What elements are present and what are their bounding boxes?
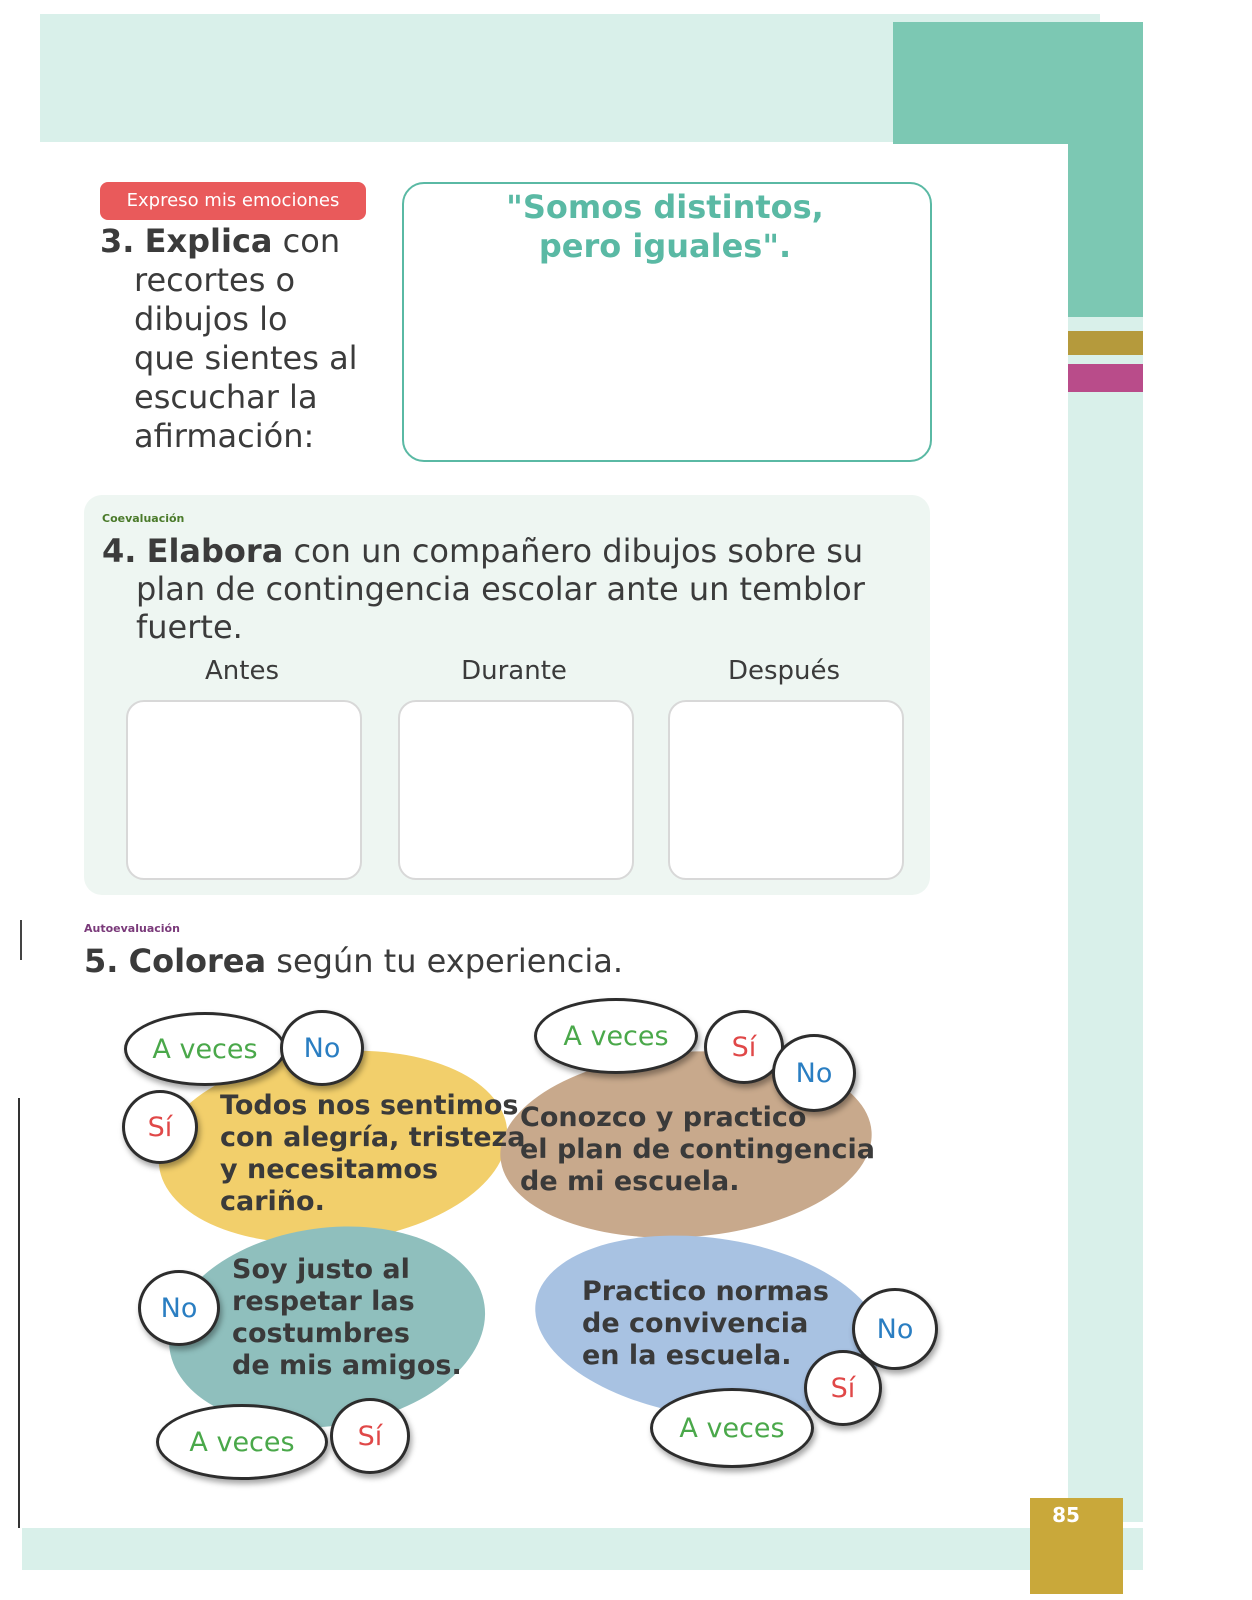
- statement-line: con alegría, tristeza: [220, 1122, 526, 1153]
- activity5-rest: según tu experiencia.: [276, 942, 624, 980]
- option-no-3[interactable]: No: [138, 1270, 220, 1346]
- drawing-box-antes[interactable]: [126, 700, 362, 880]
- drawing-box-despues[interactable]: [668, 700, 904, 880]
- activity3-line: dibujos lo: [134, 300, 288, 338]
- option-yes-4[interactable]: Sí: [804, 1350, 882, 1426]
- activity4-line: con un compañero dibujos sobre su: [293, 532, 864, 570]
- activity3-line: afirmación:: [134, 417, 315, 455]
- statement-text-2: Conozco y practico el plan de contingenc…: [520, 1102, 875, 1198]
- activity4-number: 4.: [102, 532, 137, 570]
- statement-text-1: Todos nos sentimos con alegría, tristeza…: [220, 1090, 525, 1218]
- column-heading-antes: Antes: [204, 656, 279, 686]
- activity4-line: fuerte.: [136, 608, 243, 646]
- option-sometimes-2[interactable]: A veces: [534, 998, 698, 1074]
- statement-line: el plan de contingencia: [520, 1134, 875, 1165]
- statement-line: de mi escuela.: [520, 1166, 740, 1197]
- activity3-instructions: 3. Explica con recortes o dibujos lo que…: [100, 222, 360, 456]
- statement-line: Soy justo al: [232, 1254, 410, 1285]
- quote-line: "Somos distintos,: [506, 188, 824, 226]
- option-no-1[interactable]: No: [280, 1010, 364, 1086]
- activity3-line: escuchar la: [134, 378, 318, 416]
- corner-decorative-block: [893, 22, 1143, 144]
- activity4-instructions: 4. Elabora con un compañero dibujos sobr…: [102, 532, 902, 646]
- activity3-line: que sientes al: [134, 339, 358, 377]
- statement-line: en la escuela.: [582, 1340, 792, 1371]
- option-yes-3[interactable]: Sí: [330, 1398, 410, 1474]
- activity5-instructions: 5. Colorea según tu experiencia.: [84, 942, 623, 980]
- statement-line: cariño.: [220, 1186, 325, 1217]
- option-sometimes-1[interactable]: A veces: [124, 1012, 286, 1086]
- statement-text-3: Soy justo al respetar las costumbres de …: [232, 1254, 462, 1382]
- right-green-strip: [1068, 142, 1143, 317]
- coevaluation-label: Coevaluación: [102, 512, 185, 525]
- statement-line: Todos nos sentimos: [220, 1090, 519, 1121]
- bottom-decorative-band: [22, 1528, 1143, 1570]
- option-yes-1[interactable]: Sí: [122, 1090, 198, 1164]
- option-no-2[interactable]: No: [772, 1034, 856, 1112]
- page-number: 85: [1052, 1503, 1080, 1527]
- statement-line: costumbres: [232, 1318, 410, 1349]
- activity3-verb: Explica: [144, 222, 273, 260]
- option-sometimes-3[interactable]: A veces: [156, 1404, 328, 1480]
- statement-line: de mis amigos.: [232, 1350, 462, 1381]
- statement-line: Conozco y practico: [520, 1102, 807, 1133]
- statement-text-4: Practico normas de convivencia en la esc…: [582, 1276, 829, 1372]
- page-number-box: [1030, 1498, 1123, 1594]
- gold-stripe: [1068, 331, 1143, 355]
- option-no-4[interactable]: No: [852, 1288, 938, 1370]
- statement-line: de convivencia: [582, 1308, 809, 1339]
- statement-line: y necesitamos: [220, 1154, 439, 1185]
- quote-text: "Somos distintos, pero iguales".: [402, 188, 928, 266]
- drawing-box-durante[interactable]: [398, 700, 634, 880]
- statement-line: respetar las: [232, 1286, 415, 1317]
- activity5-verb: Colorea: [128, 942, 267, 980]
- activity4-verb: Elabora: [146, 532, 284, 570]
- activity3-line: recortes o: [134, 261, 296, 299]
- option-sometimes-4[interactable]: A veces: [650, 1388, 814, 1468]
- column-heading-despues: Después: [727, 656, 841, 686]
- quote-drawing-area[interactable]: [402, 182, 932, 462]
- statement-line: Practico normas: [582, 1276, 829, 1307]
- activity4-line: plan de contingencia escolar ante un tem…: [136, 570, 865, 608]
- activity3-line: con: [282, 222, 341, 260]
- activity3-number: 3.: [100, 222, 135, 260]
- column-heading-durante: Durante: [461, 656, 567, 686]
- self-evaluation-label: Autoevaluación: [84, 922, 180, 935]
- pink-stripe: [1068, 364, 1143, 392]
- emotions-badge: Expreso mis emociones: [100, 182, 366, 220]
- page-edge-tick: [20, 920, 22, 960]
- activity5-number: 5.: [84, 942, 119, 980]
- page-edge-line: [18, 1098, 20, 1528]
- quote-line: pero iguales".: [538, 227, 792, 265]
